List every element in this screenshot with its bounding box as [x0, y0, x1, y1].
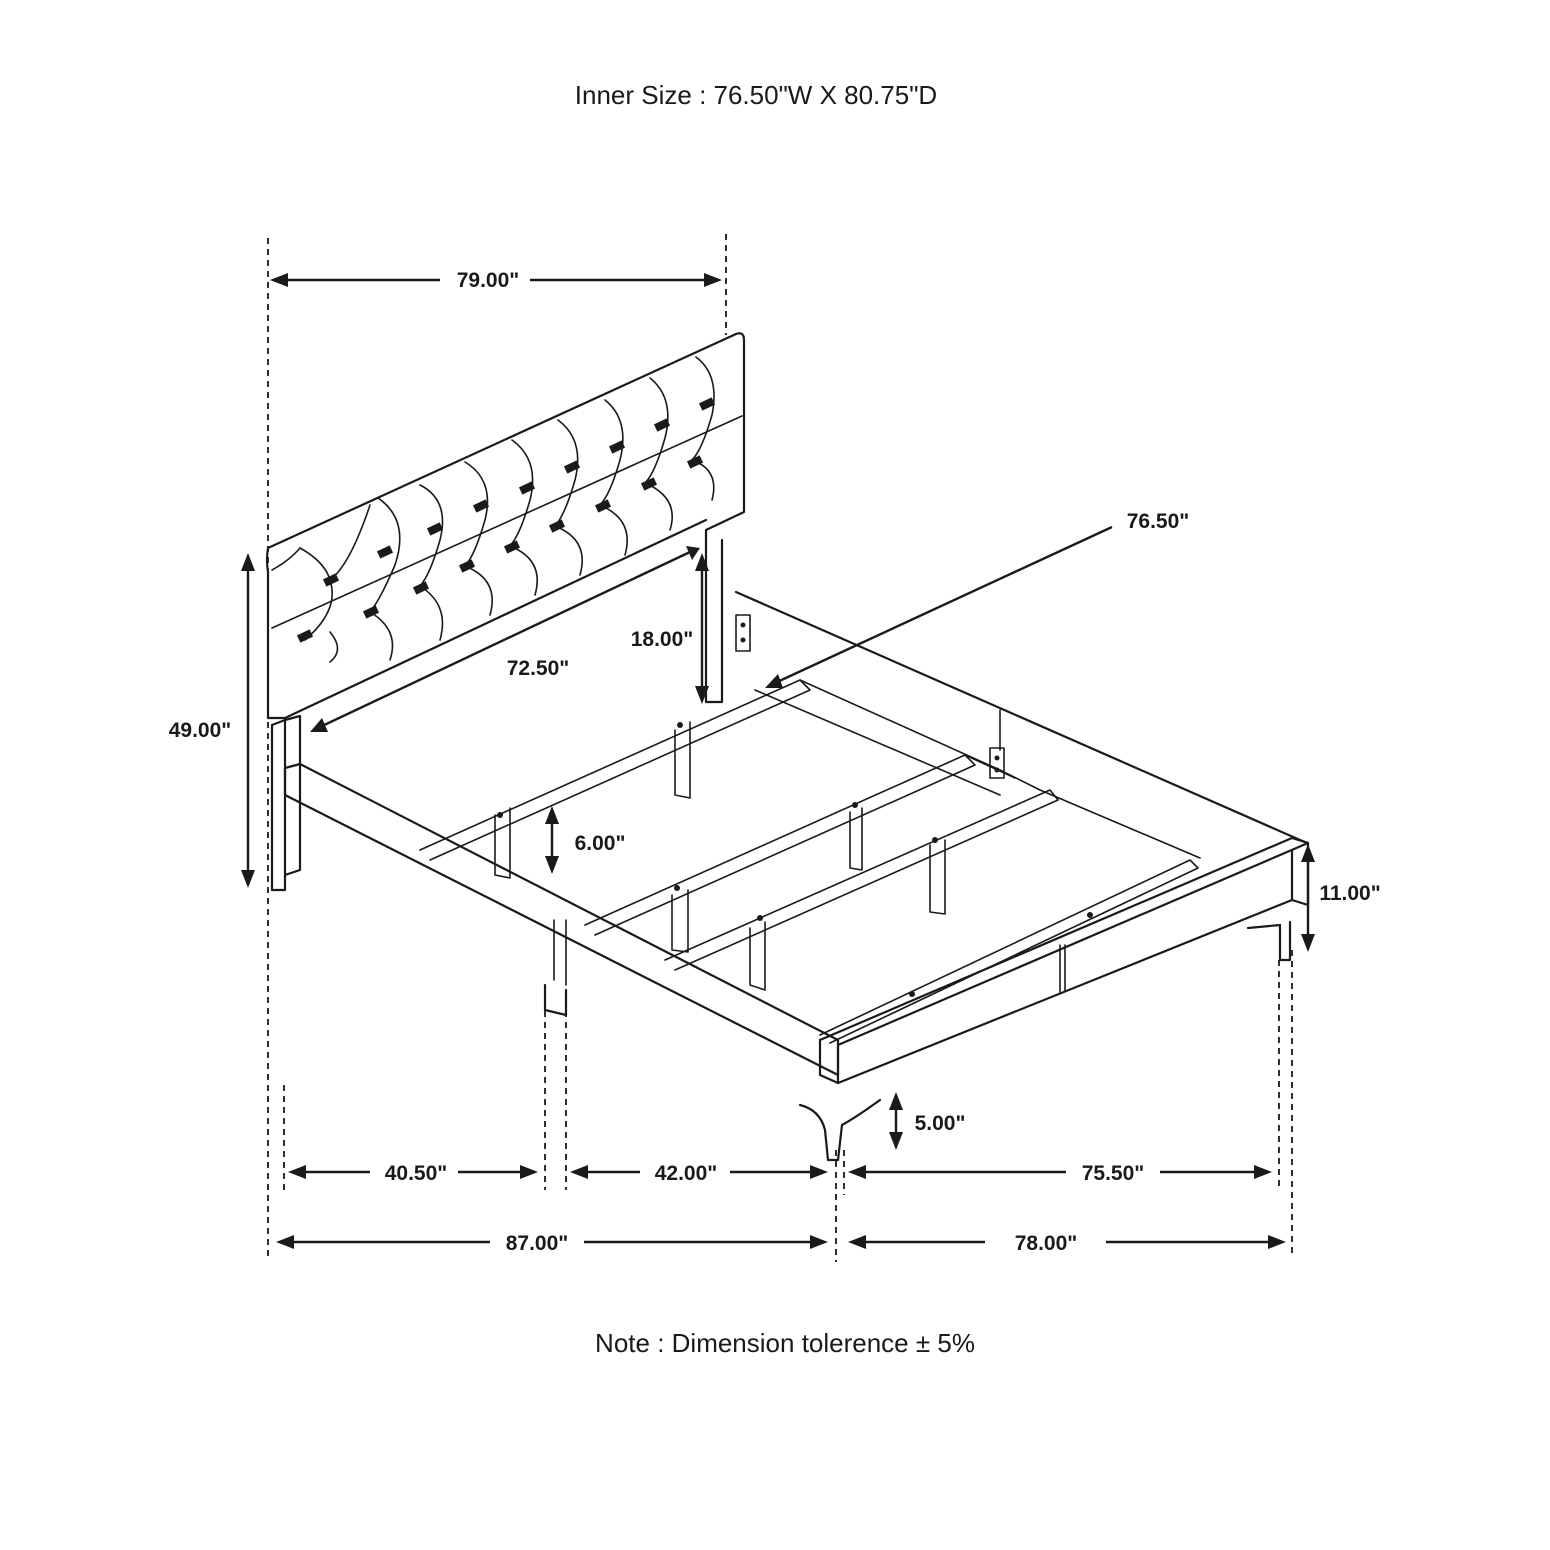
- extension-lines: [267, 234, 1293, 1262]
- headboard-width-label: 79.00": [457, 269, 520, 292]
- side-segment-a-label: 40.50": [385, 1162, 448, 1185]
- dimension-arrows: [241, 273, 1315, 1249]
- foot-inner-width-label: 75.50": [1082, 1162, 1145, 1185]
- overall-width-label: 78.00": [1015, 1232, 1078, 1255]
- tolerance-note: Note : Dimension tolerence ± 5%: [595, 1328, 975, 1358]
- headboard-panel-height-label: 18.00": [631, 628, 694, 651]
- bed-frame: [283, 590, 1310, 1162]
- headboard: [265, 332, 746, 892]
- dimension-labels: 79.00" 49.00" 72.50" 18.00" 76.50" 6.00"…: [169, 269, 1381, 1255]
- tuft-buttons: [296, 397, 716, 643]
- headboard-inner-width-label: 72.50": [507, 657, 570, 680]
- overall-length-label: 87.00": [506, 1232, 569, 1255]
- headboard-height-label: 49.00": [169, 719, 232, 742]
- inner-size-heading: Inner Size : 76.50"W X 80.75"D: [574, 80, 938, 110]
- inner-width-label: 76.50": [1127, 510, 1190, 533]
- slat-height-label: 6.00": [575, 832, 626, 855]
- tufting-pattern: [271, 356, 743, 663]
- leg-height-label: 5.00": [915, 1112, 966, 1135]
- footboard-height-label: 11.00": [1319, 882, 1380, 905]
- side-segment-b-label: 42.00": [655, 1162, 718, 1185]
